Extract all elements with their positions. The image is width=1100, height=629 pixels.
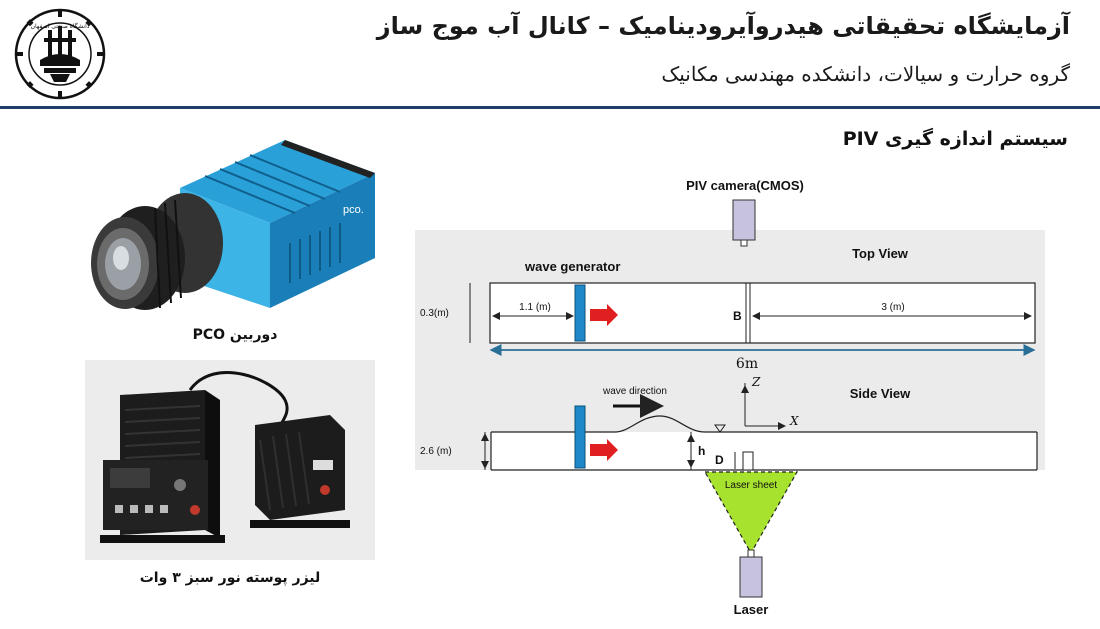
camera-brand-text: pco. — [343, 204, 364, 216]
laser-box — [739, 556, 763, 598]
pco-camera-photo: pco. — [85, 118, 385, 323]
logo-text: دانشگاه صنعتی اصفهان — [31, 22, 90, 30]
laser-photo — [85, 360, 375, 560]
x-axis-label: X — [789, 414, 799, 428]
top-view-channel — [489, 282, 1036, 344]
university-logo: دانشگاه صنعتی اصفهان — [14, 8, 106, 100]
laser-label: Laser — [734, 602, 769, 617]
width-label: 0.3(m) — [420, 308, 449, 319]
camera-caption: دوربین PCO — [192, 327, 278, 343]
d-label: D — [715, 453, 724, 467]
laser-caption: لیزر پوسته نور سبز ۳ وات — [139, 570, 321, 586]
depth-label: 2.6 (m) — [420, 446, 452, 457]
length-label: 6m — [736, 356, 758, 372]
piv-camera-box — [732, 199, 756, 241]
laser-sheet — [703, 471, 799, 555]
side-flow-arrow — [590, 439, 618, 461]
laser-sheet-label: Laser sheet — [725, 480, 777, 491]
top-flow-arrow — [590, 304, 618, 326]
h-label: h — [698, 444, 705, 458]
downstream-label: 3 (m) — [881, 302, 904, 313]
side-paddle — [574, 405, 586, 469]
water-surface — [491, 415, 1037, 433]
piv-setup-diagram: PIV camera(CMOS) Top View wave generator… — [415, 170, 1055, 625]
wave-generator-label: wave generator — [524, 259, 620, 274]
b-label: B — [733, 309, 742, 323]
side-view-label: Side View — [850, 386, 911, 401]
header-divider — [0, 106, 1100, 109]
page-subtitle: گروه حرارت و سیالات، دانشکده مهندسی مکان… — [661, 62, 1070, 86]
wave-direction-label: wave direction — [602, 386, 667, 397]
section-title: سیستم اندازه گیری PIV — [842, 128, 1068, 150]
top-paddle — [574, 284, 586, 342]
top-view-label: Top View — [852, 246, 909, 261]
z-axis-label: Z — [751, 375, 761, 389]
test-object — [742, 451, 754, 471]
page-title: آزمایشگاه تحقیقاتی هیدروآیرودینامیک – کا… — [376, 12, 1070, 40]
gen-distance-label: 1.1 (m) — [519, 302, 551, 313]
piv-camera-label: PIV camera(CMOS) — [686, 178, 804, 193]
